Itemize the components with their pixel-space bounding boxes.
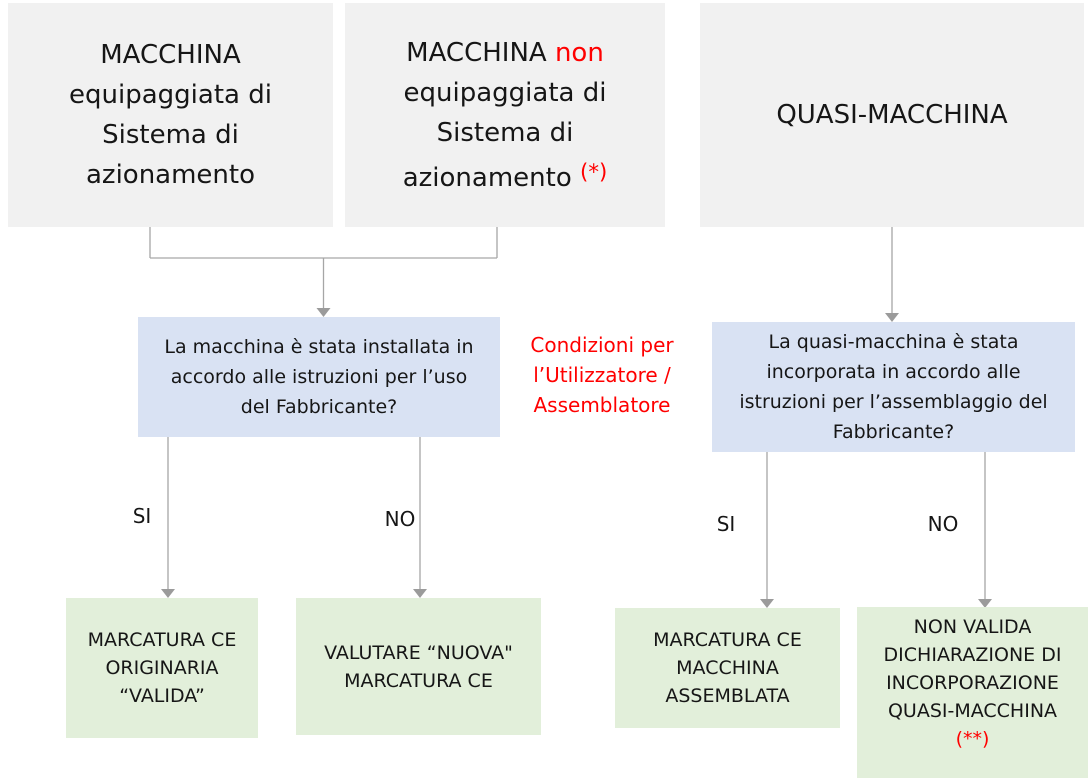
note-condizioni-utilizzatore: Condizioni per l’Utilizzatore / Assembla…	[512, 330, 692, 420]
arrowhead-to-left-question	[316, 308, 331, 317]
arrowhead-right-si	[760, 599, 774, 608]
source-box-macchina-equipaggiata: MACCHINA equipaggiata di Sistema di azio…	[8, 3, 333, 227]
text-line: Fabbricante?	[832, 421, 955, 443]
branch-label-right-si: SI	[716, 512, 736, 536]
text-line: QUASI-MACCHINA	[887, 699, 1058, 722]
branch-label-left-no: NO	[384, 507, 416, 531]
text-line: DICHIARAZIONE DI	[883, 643, 1062, 666]
text-line: equipaggiata di	[403, 77, 607, 108]
text-line: MARCATURA CE	[87, 629, 237, 651]
text-line: MACCHINA	[676, 657, 779, 679]
text-line: incorporata in accordo alle	[766, 361, 1021, 383]
text-line: QUASI-MACCHINA	[776, 100, 1008, 130]
result-box-marcatura-ce-originaria: MARCATURA CE ORIGINARIA “VALIDA”	[66, 598, 258, 738]
text-line: NON VALIDA	[913, 615, 1032, 638]
text-line: La quasi-macchina è stata	[768, 331, 1019, 353]
branch-label-right-no: NO	[927, 512, 959, 536]
highlighted-word: non	[546, 37, 604, 68]
text-line: MARCATURA CE	[653, 629, 802, 651]
text-line: Sistema di	[102, 120, 239, 150]
arrowhead-to-right-question	[885, 313, 899, 322]
merge-connector	[149, 227, 498, 308]
text-line: azionamento	[85, 160, 256, 190]
text-line: l’Utilizzatore /	[533, 363, 671, 387]
result-box-marcatura-ce-macchina-assemblata: MARCATURA CE MACCHINA ASSEMBLATA	[615, 608, 840, 728]
text-line: istruzioni per l’assemblaggio del	[739, 391, 1048, 413]
text-line: “VALIDA”	[119, 685, 205, 707]
text-line: MACCHINA	[100, 40, 241, 70]
text-line: ASSEMBLATA	[665, 685, 790, 707]
text-line: accordo alle istruzioni per l’uso	[170, 366, 468, 388]
text-line: Sistema di	[436, 117, 574, 148]
footnote-marker-asterisk: (*)	[580, 159, 608, 185]
text-line: INCORPORAZIONE	[886, 671, 1059, 694]
result-box-valutare-nuova-marcatura: VALUTARE “NUOVA" MARCATURA CE	[296, 598, 541, 735]
text-line: ORIGINARIA	[105, 657, 219, 679]
source-box-quasi-macchina: QUASI-MACCHINA	[700, 3, 1084, 227]
text-line: del Fabbricante?	[240, 396, 398, 418]
text-line: MARCATURA CE	[344, 669, 493, 692]
text-line: MACCHINA non	[406, 33, 604, 73]
question-box-macchina-installata: La macchina è stata installata in accord…	[138, 317, 500, 437]
branch-label-left-si: SI	[132, 504, 152, 528]
footnote-marker-double-asterisk: (**)	[955, 727, 990, 750]
text-line: La macchina è stata installata in	[164, 336, 474, 358]
question-box-quasi-macchina-incorporata: La quasi-macchina è stata incorporata in…	[712, 322, 1075, 452]
arrowhead-left-si	[161, 589, 175, 598]
text-line: Condizioni per	[530, 333, 674, 357]
text-line: VALUTARE “NUOVA"	[324, 641, 513, 664]
text-line: azionamento (*)	[403, 153, 608, 198]
text-run: MACCHINA	[406, 37, 547, 68]
text-line: equipaggiata di	[69, 80, 272, 110]
source-box-macchina-non-equipaggiata: MACCHINA non equipaggiata di Sistema di …	[345, 3, 665, 227]
text-line: Assemblatore	[533, 393, 671, 417]
arrowhead-left-no	[413, 589, 427, 598]
result-box-dichiarazione-non-valida: NON VALIDA DICHIARAZIONE DI INCORPORAZIO…	[857, 607, 1088, 778]
text-run: azionamento	[402, 162, 580, 193]
